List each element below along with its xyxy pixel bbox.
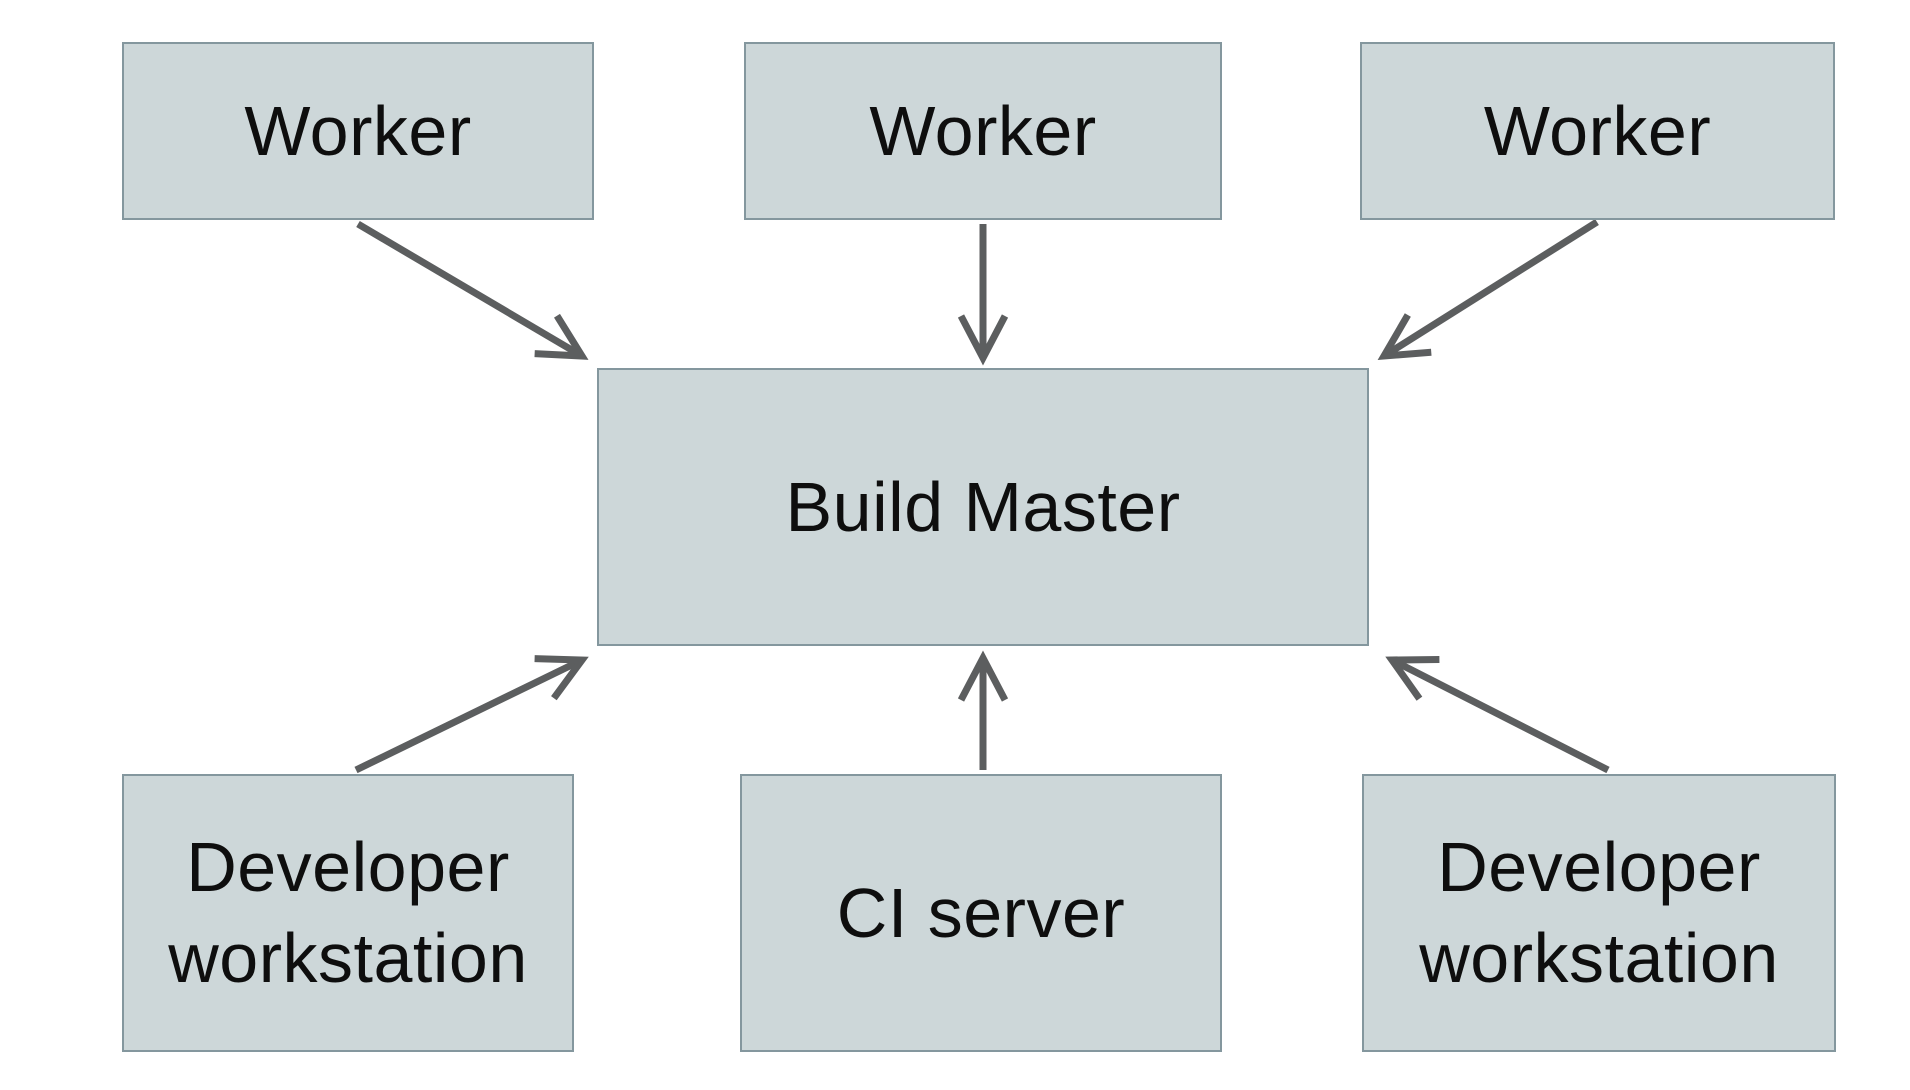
node-worker-right-label: Worker — [1483, 91, 1712, 170]
arrow-worker-right-to-build-master — [1377, 219, 1599, 361]
node-worker-center-label: Worker — [869, 91, 1097, 170]
node-worker-left: Worker — [122, 42, 594, 220]
node-developer-workstation-right-label: Developer workstation — [1419, 828, 1779, 997]
node-build-master-label: Build Master — [785, 467, 1181, 546]
node-developer-workstation-right: Developer workstation — [1362, 774, 1836, 1052]
node-developer-workstation-left: Developer workstation — [122, 774, 574, 1052]
node-build-master: Build Master — [597, 368, 1369, 646]
node-worker-center: Worker — [744, 42, 1222, 220]
node-ci-server: CI server — [740, 774, 1222, 1052]
node-developer-workstation-left-label: Developer workstation — [168, 828, 528, 997]
node-worker-left-label: Worker — [244, 91, 472, 170]
node-worker-right: Worker — [1360, 42, 1835, 220]
arrow-dev-left-to-build-master — [354, 655, 589, 774]
node-ci-server-label: CI server — [836, 873, 1126, 952]
arrow-worker-left-to-build-master — [356, 220, 589, 360]
arrow-dev-right-to-build-master — [1385, 655, 1610, 774]
